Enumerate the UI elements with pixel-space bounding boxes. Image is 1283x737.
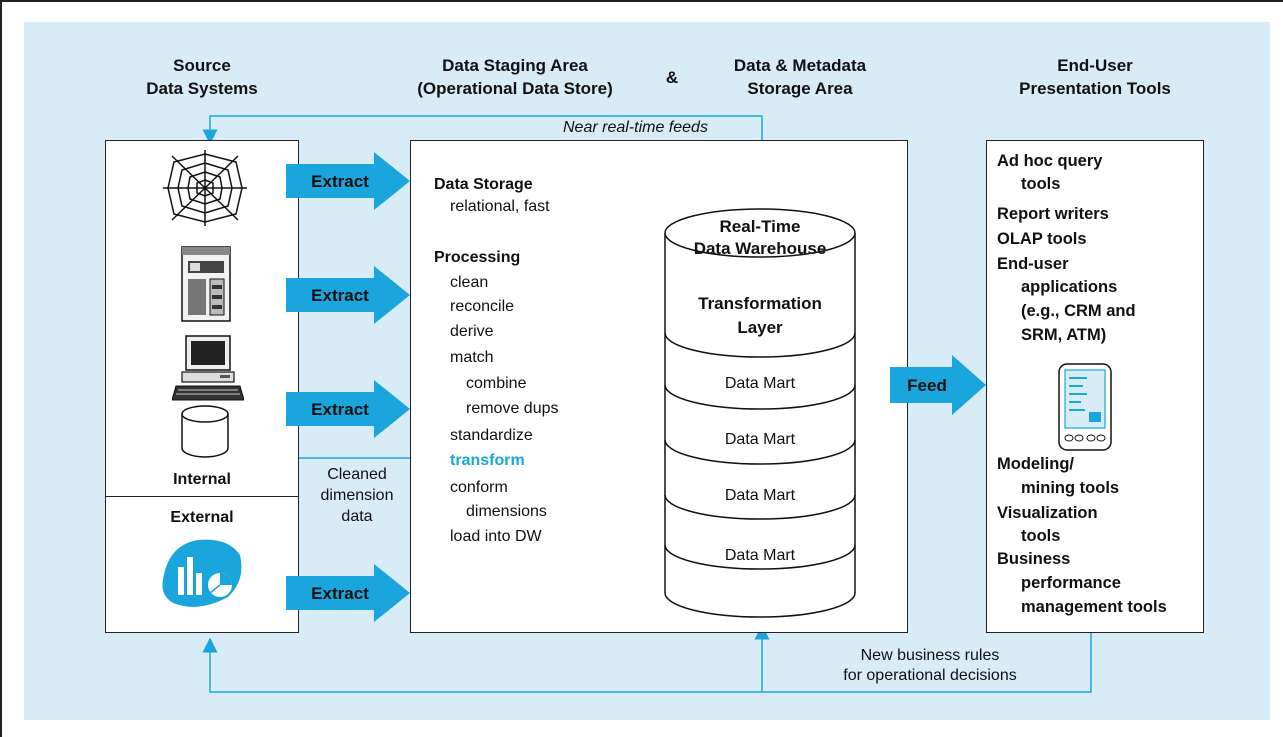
tool-line-7: (e.g., CRM and	[1021, 302, 1136, 320]
header-source: Source Data Systems	[112, 54, 292, 100]
tool-line-13: Business	[997, 550, 1071, 568]
data-mart-3: Data Mart	[724, 487, 796, 504]
extract-arrow-3	[286, 380, 410, 438]
step-remove-dups: remove dups	[466, 400, 559, 417]
internal-label: Internal	[173, 471, 231, 488]
extract-arrow-2	[286, 266, 410, 324]
external-chart-icon	[162, 539, 242, 607]
header-enduser-line1: End-User	[1057, 56, 1133, 75]
feed-label: Feed	[907, 376, 947, 395]
tool-line-9: Modeling/	[997, 455, 1074, 473]
tool-line-14: performance	[1021, 574, 1121, 592]
tool-line-8: SRM, ATM)	[1021, 326, 1107, 344]
header-enduser-line2: Presentation Tools	[1019, 79, 1171, 98]
warehouse-title-line1: Real-Time	[719, 217, 801, 236]
warehouse-cylinder	[664, 208, 856, 618]
tool-line-1: Ad hoc query	[997, 152, 1103, 170]
data-mart-4: Data Mart	[724, 547, 796, 564]
header-staging-line1: Data Staging Area	[442, 56, 588, 75]
step-combine: combine	[466, 375, 527, 392]
tool-line-4: OLAP tools	[997, 230, 1087, 248]
step-match: match	[450, 349, 494, 366]
header-storage: Data & Metadata Storage Area	[700, 54, 900, 100]
step-derive: derive	[450, 323, 494, 340]
warehouse-title: Real-Time Data Warehouse	[672, 216, 848, 260]
extract-arrow-4	[286, 564, 410, 622]
cleaned-line3: data	[341, 508, 373, 525]
web-icon	[163, 150, 247, 226]
step-clean: clean	[450, 274, 489, 291]
step-conform: conform	[450, 479, 508, 496]
header-storage-line2: Storage Area	[747, 79, 853, 98]
extract-label-4: Extract	[311, 584, 369, 603]
database-icon	[181, 405, 229, 458]
internal-external-divider	[105, 496, 299, 497]
new-rules-line1: New business rules	[860, 647, 1000, 664]
layer-line2: Layer	[737, 318, 783, 337]
header-staging-line2: (Operational Data Store)	[417, 79, 613, 98]
header-enduser: End-User Presentation Tools	[985, 54, 1205, 100]
desktop-computer-icon	[172, 335, 244, 401]
feed-arrow	[890, 355, 986, 415]
header-staging: Data Staging Area (Operational Data Stor…	[385, 54, 645, 100]
cleaned-line2: dimension	[320, 487, 394, 504]
processing-title: Processing	[434, 249, 521, 266]
step-dimensions: dimensions	[466, 503, 547, 520]
tool-line-2: tools	[1021, 175, 1061, 193]
header-ampersand: &	[665, 68, 679, 87]
cleaned-line1: Cleaned	[327, 466, 387, 483]
data-storage-title: Data Storage	[434, 176, 533, 193]
tool-line-12: tools	[1021, 527, 1061, 545]
data-mart-2: Data Mart	[724, 431, 796, 448]
external-label: External	[170, 509, 234, 526]
data-storage-sub: relational, fast	[450, 198, 550, 215]
layer-line1: Transformation	[698, 294, 822, 313]
cleaned-data-label: Cleaned dimension data	[312, 464, 402, 527]
header-storage-line1: Data & Metadata	[733, 56, 867, 75]
new-rules-label: New business rules for operational decis…	[800, 646, 1060, 686]
header-source-line2: Data Systems	[146, 79, 258, 98]
pda-icon	[1058, 363, 1112, 451]
header-source-line1: Source	[173, 56, 231, 75]
tool-line-3: Report writers	[997, 205, 1109, 223]
extract-label-1: Extract	[311, 172, 369, 191]
step-load-into-dw: load into DW	[450, 528, 542, 545]
new-rules-line2: for operational decisions	[843, 667, 1017, 684]
tool-line-5: End-user	[997, 255, 1069, 273]
step-standardize: standardize	[450, 427, 533, 444]
tool-line-10: mining tools	[1021, 479, 1120, 497]
extract-arrow-1	[286, 152, 410, 210]
data-mart-1: Data Mart	[724, 375, 796, 392]
tool-line-11: Visualization	[997, 504, 1098, 522]
step-reconcile: reconcile	[450, 298, 515, 315]
extract-label-2: Extract	[311, 286, 369, 305]
transformation-layer: Transformation Layer	[672, 292, 848, 340]
near-realtime-label: Near real-time feeds	[563, 119, 708, 136]
step-transform: transform	[450, 452, 525, 469]
mainframe-icon	[181, 246, 231, 322]
new-rules-line	[202, 633, 1092, 693]
tool-line-15: management tools	[1021, 598, 1167, 616]
extract-label-3: Extract	[311, 400, 369, 419]
tool-line-6: applications	[1021, 278, 1118, 296]
warehouse-title-line2: Data Warehouse	[693, 239, 827, 258]
